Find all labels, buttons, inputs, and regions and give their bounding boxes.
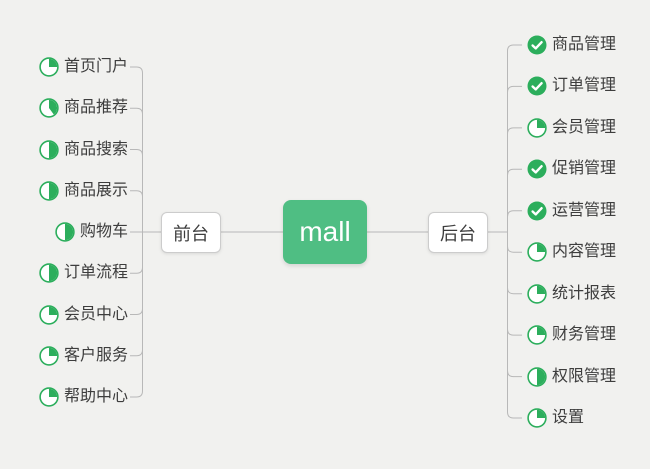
item-label: 订单管理 [552,77,617,95]
item-label: 会员中心 [63,305,128,323]
mindmap-item[interactable]: 促销管理 [527,158,616,180]
progress-pie-icon [39,57,59,77]
item-label: 设置 [552,409,585,426]
item-label: 商品推荐 [63,99,128,117]
item-label: 运营管理 [552,201,617,219]
branch-node-backend[interactable]: 后台 [428,212,488,253]
mindmap-item[interactable]: 商品推荐 [39,97,128,119]
item-label: 促销管理 [552,160,617,178]
check-icon [527,35,547,55]
item-label: 会员管理 [552,118,617,136]
mindmap-item[interactable]: 首页门户 [39,56,128,78]
check-icon [527,201,547,221]
mindmap-item[interactable]: 客户服务 [39,345,128,367]
mindmap-item[interactable]: 财务管理 [527,324,616,346]
progress-pie-icon [39,181,59,201]
item-label: 权限管理 [552,367,617,385]
mindmap-item[interactable]: 购物车 [55,221,128,243]
mindmap-item[interactable]: 会员管理 [527,117,616,139]
item-label: 首页门户 [63,58,128,75]
progress-pie-icon [39,304,59,325]
mindmap-item[interactable]: 订单管理 [527,75,616,97]
item-label: 商品展示 [63,181,128,199]
progress-pie-icon [527,366,547,387]
progress-pie-icon [39,98,59,118]
item-label: 内容管理 [552,243,617,261]
check-icon [527,159,547,179]
mindmap-item[interactable]: 商品搜索 [39,139,128,161]
item-label: 订单流程 [63,264,128,282]
item-label: 商品管理 [552,36,617,53]
progress-pie-icon [527,283,547,304]
item-label: 统计报表 [552,284,617,302]
mindmap-item[interactable]: 权限管理 [527,366,616,388]
mindmap-item[interactable]: 订单流程 [39,262,128,284]
progress-pie-icon [527,242,547,262]
item-label: 财务管理 [552,326,617,344]
progress-pie-icon [39,387,59,407]
branch-node-frontend[interactable]: 前台 [161,212,221,253]
item-label: 购物车 [79,223,128,240]
mindmap-item[interactable]: 运营管理 [527,200,616,222]
item-label: 帮助中心 [63,388,128,405]
item-label: 商品搜索 [63,140,128,158]
item-label: 客户服务 [63,346,128,364]
progress-pie-icon [39,346,59,366]
mindmap-item[interactable]: 商品管理 [527,34,616,56]
progress-pie-icon [39,263,59,283]
progress-pie-icon [39,139,59,160]
progress-pie-icon [527,325,547,345]
progress-pie-icon [527,118,547,138]
mindmap-item[interactable]: 统计报表 [527,283,616,305]
root-node-mall[interactable]: mall [283,200,367,264]
progress-pie-icon [55,222,75,242]
progress-pie-icon [527,408,547,428]
mindmap-item[interactable]: 商品展示 [39,180,128,202]
mindmap-item[interactable]: 帮助中心 [39,386,128,408]
mindmap-item[interactable]: 内容管理 [527,241,616,263]
mindmap-item[interactable]: 设置 [527,407,584,429]
check-icon [527,76,547,96]
mindmap-item[interactable]: 会员中心 [39,304,128,326]
